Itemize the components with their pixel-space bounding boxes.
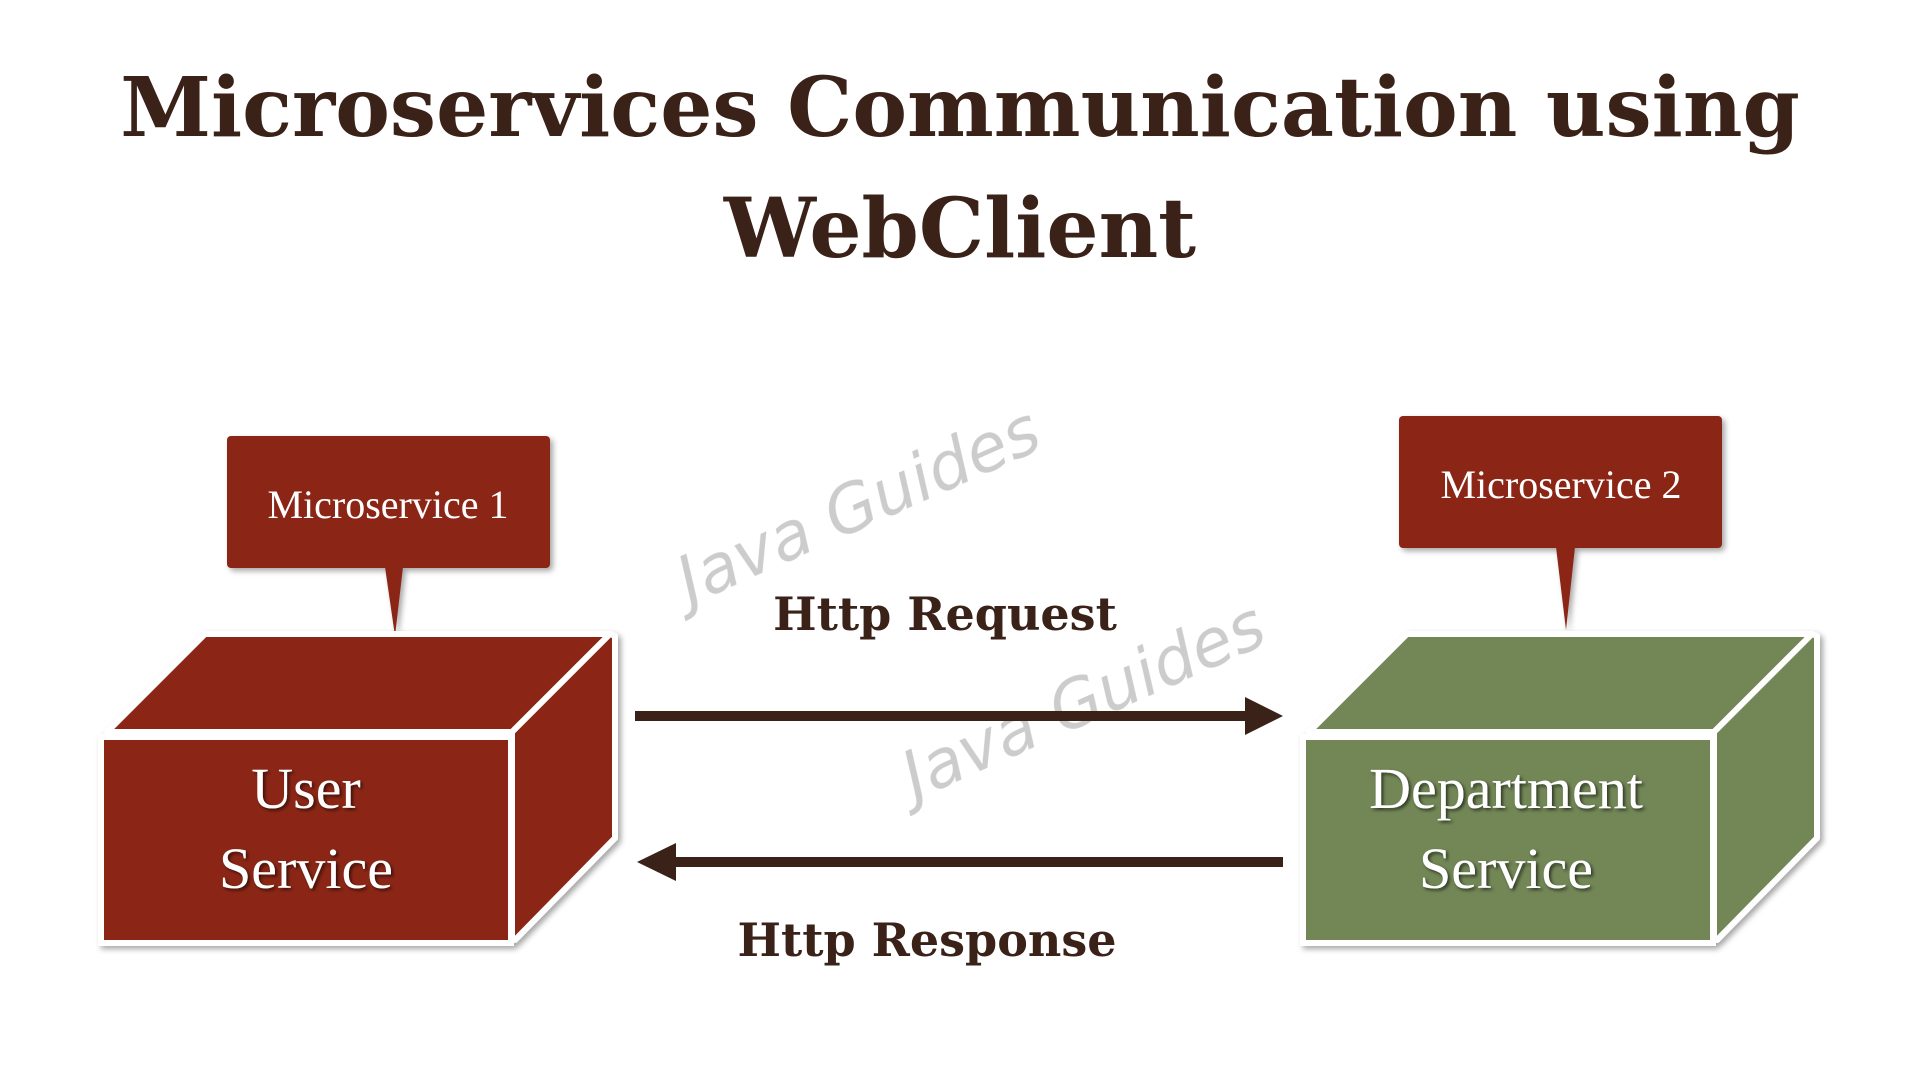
department-service-name-line-1: Department: [1369, 756, 1643, 821]
microservice-1-label: Microservice 1: [267, 482, 508, 527]
department-service-cube: [1300, 631, 1820, 946]
department-service-cube-front: [1300, 734, 1716, 946]
department-service-node: Microservice 2 Department Service: [1300, 416, 1820, 946]
user-service-cube: [98, 631, 618, 946]
http-response-label: Http Response: [738, 913, 1117, 967]
microservice-2-label: Microservice 2: [1440, 462, 1681, 507]
diagram-title: Microservices Communication using WebCli…: [120, 60, 1800, 277]
microservice-2-callout-box: [1399, 416, 1722, 548]
microservice-1-callout-pointer: [385, 567, 403, 636]
department-service-name-line-2: Service: [1419, 836, 1593, 901]
microservice-1-callout: [227, 436, 550, 636]
microservice-1-callout-box: [227, 436, 550, 568]
http-response-arrowhead: [637, 843, 676, 881]
title-line-1: Microservices Communication using: [120, 60, 1800, 156]
microservice-2-callout: [1399, 416, 1722, 630]
user-service-node: Microservice 1 User Service: [98, 436, 618, 946]
user-service-name-line-1: User: [251, 756, 361, 821]
http-request-arrow: [635, 697, 1283, 735]
http-request-arrowhead: [1245, 697, 1283, 735]
microservice-2-callout-pointer: [1556, 547, 1575, 630]
http-response-arrow: [637, 843, 1283, 881]
user-service-name-line-2: Service: [219, 836, 393, 901]
http-request-label: Http Request: [773, 587, 1117, 641]
user-service-cube-front: [98, 734, 514, 946]
title-line-2: WebClient: [723, 181, 1196, 277]
